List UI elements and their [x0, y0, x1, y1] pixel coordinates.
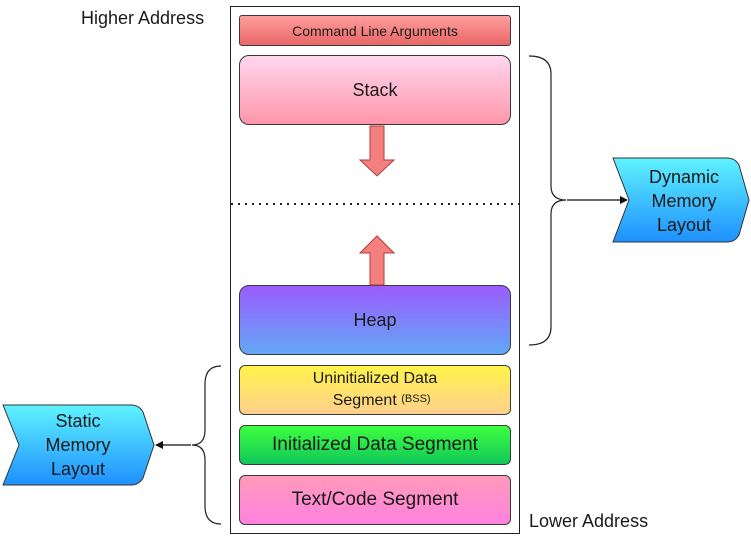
bss-tag: (BSS)	[401, 393, 431, 405]
lower-address-label: Lower Address	[529, 511, 649, 531]
stack-label: Stack	[352, 79, 398, 100]
command-line-arguments-label: Command Line Arguments	[292, 22, 458, 39]
static-label-line3: Layout	[50, 459, 106, 479]
stack-growth-arrow	[358, 125, 396, 177]
static-layout-brace	[191, 365, 222, 525]
dynamic-label-line2: Memory	[651, 191, 717, 211]
initialized-data-label: Initialized Data Segment	[272, 434, 478, 455]
static-label-line1: Static	[55, 411, 101, 431]
bss-segment: Uninitialized Data Segment (BSS)	[239, 365, 511, 415]
bss-label-line1: Uninitialized Data	[312, 370, 438, 387]
static-label-line2: Memory	[45, 435, 111, 455]
stack-segment: Stack	[239, 55, 511, 125]
static-memory-layout-label: Static Memory Layout	[18, 408, 138, 482]
command-line-arguments-segment: Command Line Arguments	[239, 15, 511, 46]
dynamic-label-line1: Dynamic	[648, 167, 719, 187]
bss-label-line2: Segment	[332, 392, 397, 409]
static-memory-layout-shape	[2, 404, 155, 486]
initialized-data-segment: Initialized Data Segment	[239, 425, 511, 465]
dynamic-memory-layout-label: Dynamic Memory Layout	[628, 164, 740, 238]
dynamic-layout-brace	[528, 55, 567, 346]
text-code-label: Text/Code Segment	[291, 489, 459, 510]
heap-label: Heap	[353, 309, 397, 330]
dynamic-label-line3: Layout	[656, 215, 712, 235]
dynamic-memory-layout-shape	[612, 157, 750, 243]
text-code-segment: Text/Code Segment	[239, 475, 511, 525]
higher-address-label: Higher Address	[81, 8, 205, 28]
heap-growth-arrow	[358, 235, 396, 286]
